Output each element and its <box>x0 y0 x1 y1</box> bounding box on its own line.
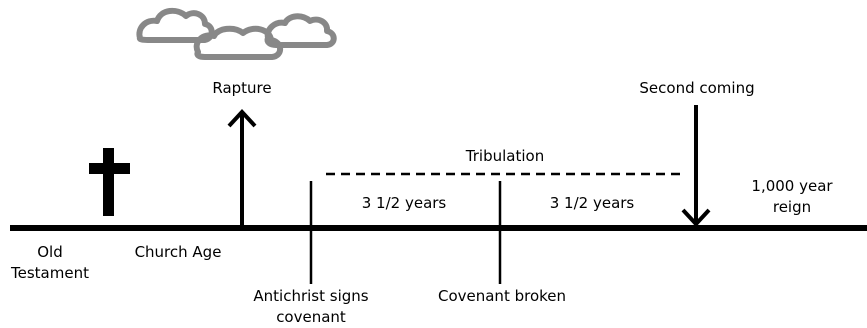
up-arrow-icon <box>227 109 257 228</box>
second-half-label: 3 1/2 years <box>549 194 635 212</box>
antichrist-label-line1: Antichrist signs <box>253 287 369 305</box>
rapture-label: Rapture <box>212 79 272 97</box>
clouds-icon <box>136 7 337 60</box>
down-arrow-icon <box>681 105 711 227</box>
second-coming-label: Second coming <box>639 79 755 97</box>
testament-label: Testament <box>11 264 89 282</box>
millennium-label-line1: 1,000 year <box>751 177 833 195</box>
tribulation-label: Tribulation <box>465 147 545 165</box>
old-label: Old <box>37 243 63 261</box>
antichrist-label-line2: covenant <box>276 308 346 326</box>
covenant-broken-label: Covenant broken <box>437 287 567 305</box>
millennium-label-line2: reign <box>772 198 812 216</box>
cross-icon <box>89 148 130 216</box>
first-half-label: 3 1/2 years <box>361 194 447 212</box>
church-age-label: Church Age <box>134 243 222 261</box>
